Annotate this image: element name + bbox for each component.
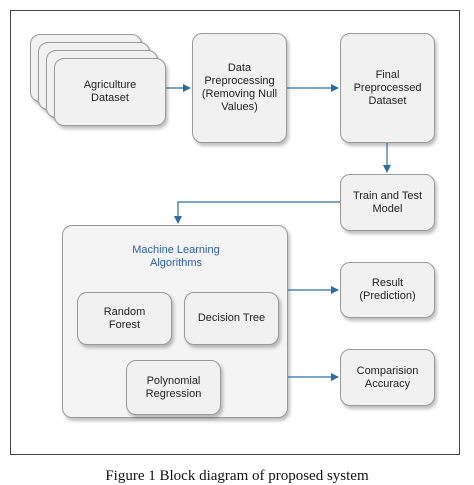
result-box: Result (Prediction) [340, 262, 435, 318]
random-forest-box: Random Forest [77, 292, 172, 345]
result-label: Result (Prediction) [359, 277, 416, 302]
data-preprocessing-box: Data Preprocessing (Removing Null Values… [192, 33, 287, 143]
random-forest-label: Random Forest [103, 305, 146, 331]
agriculture-dataset-box: Agriculture Dataset [54, 58, 166, 126]
decision-tree-label: Decision Tree [197, 312, 266, 324]
train-test-model-box: Train and Test Model [340, 174, 435, 231]
comparison-accuracy-label: Comparision Accuracy [356, 364, 419, 390]
ml-algorithms-title: Machine Learning Algorithms [132, 244, 220, 269]
data-preprocessing-label: Data Preprocessing (Removing Null Values… [201, 62, 278, 113]
comparison-accuracy-box: Comparision Accuracy [340, 349, 435, 406]
arrow-train-to-ml [174, 201, 340, 224]
polynomial-regression-label: Polynomial Regression [145, 374, 202, 400]
agriculture-dataset-label: Agriculture Dataset [83, 79, 137, 104]
final-dataset-box: Final Preprocessed Dataset [340, 33, 435, 143]
train-test-model-label: Train and Test Model [352, 189, 423, 215]
final-dataset-label: Final Preprocessed Dataset [353, 68, 422, 107]
polynomial-regression-box: Polynomial Regression [126, 360, 221, 415]
figure-caption: Figure 1 Block diagram of proposed syste… [105, 468, 369, 484]
decision-tree-box: Decision Tree [184, 292, 279, 345]
